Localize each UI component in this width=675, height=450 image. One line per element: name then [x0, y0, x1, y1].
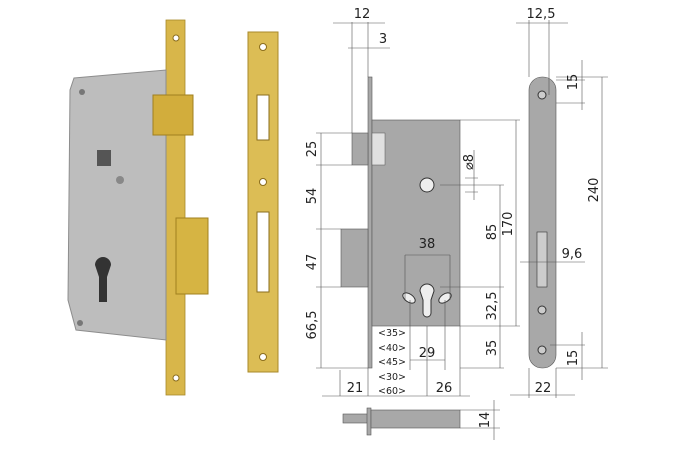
- screw: [79, 89, 85, 95]
- dim-240: 240: [587, 178, 602, 203]
- strike-outline: [528, 76, 557, 369]
- latch-bolt: [152, 94, 194, 136]
- dead-bolt: [175, 217, 209, 295]
- backset-label: <60>: [378, 386, 406, 397]
- dim-38: 38: [419, 237, 436, 252]
- backset-label: <45>: [378, 357, 406, 368]
- backset-label: <35>: [378, 328, 406, 339]
- dim-21: 21: [347, 381, 364, 396]
- case-outline: [371, 119, 461, 327]
- rivet: [116, 176, 124, 184]
- follower-hole: [97, 150, 111, 166]
- dim-15-top: 15: [566, 74, 581, 91]
- backset-label: <40>: [378, 343, 406, 354]
- screw-hole: [259, 353, 267, 361]
- strike-plate-photo: [247, 31, 279, 373]
- end-view-faceplate: [366, 407, 372, 436]
- screw-hole: [172, 374, 180, 382]
- dimension-lines: [316, 22, 520, 397]
- screw-hole: [259, 43, 267, 51]
- dim-12-5: 12,5: [527, 7, 556, 22]
- strike-plate: [247, 31, 279, 373]
- lock-technical-drawing: [316, 20, 608, 440]
- follower: [419, 177, 435, 193]
- screw-hole: [172, 34, 180, 42]
- screw: [77, 320, 83, 326]
- strike-slot: [536, 231, 548, 288]
- fixing-hole: [438, 292, 452, 304]
- strike-dimension-lines: [510, 20, 608, 398]
- dim-9-6: 9,6: [562, 247, 583, 262]
- dim-22: 22: [535, 381, 552, 396]
- lock-body-photo: [67, 19, 209, 396]
- latch-outline: [351, 132, 369, 166]
- latch-slot: [256, 94, 270, 141]
- lock-case: [67, 69, 167, 341]
- strike-hole: [537, 90, 547, 100]
- strike-hole: [537, 345, 547, 355]
- end-view-dimension-lines: [460, 400, 500, 440]
- dim-85: 85: [485, 224, 500, 241]
- dim-35: 35: [485, 340, 500, 357]
- dim-14: 14: [478, 412, 493, 429]
- dim-26: 26: [436, 381, 453, 396]
- faceplate-outline: [367, 76, 373, 369]
- cylinder-hole: [419, 283, 435, 318]
- deadbolt-outline: [340, 228, 369, 288]
- dim-12: 12: [354, 7, 371, 22]
- dim-25: 25: [305, 141, 320, 158]
- bolt-slot: [256, 211, 270, 293]
- dim-29: 29: [419, 346, 436, 361]
- dim-15-bottom: 15: [566, 350, 581, 367]
- dim-170: 170: [501, 212, 516, 237]
- faceplate: [165, 19, 186, 396]
- dim-3: 3: [379, 32, 387, 47]
- dim-32-5: 32,5: [485, 292, 500, 321]
- dim-diameter-8: ⌀8: [462, 154, 477, 170]
- end-view-case: [370, 409, 461, 429]
- backset-label: <30>: [378, 372, 406, 383]
- dim-54: 54: [305, 188, 320, 205]
- dim-66-5: 66,5: [305, 311, 320, 340]
- fixing-hole: [402, 292, 416, 304]
- end-view-bolt: [342, 413, 369, 424]
- screw-hole: [259, 178, 267, 186]
- cylinder-cutout: [95, 257, 111, 302]
- strike-hole: [537, 305, 547, 315]
- dim-47: 47: [305, 254, 320, 271]
- latch-window: [371, 132, 386, 166]
